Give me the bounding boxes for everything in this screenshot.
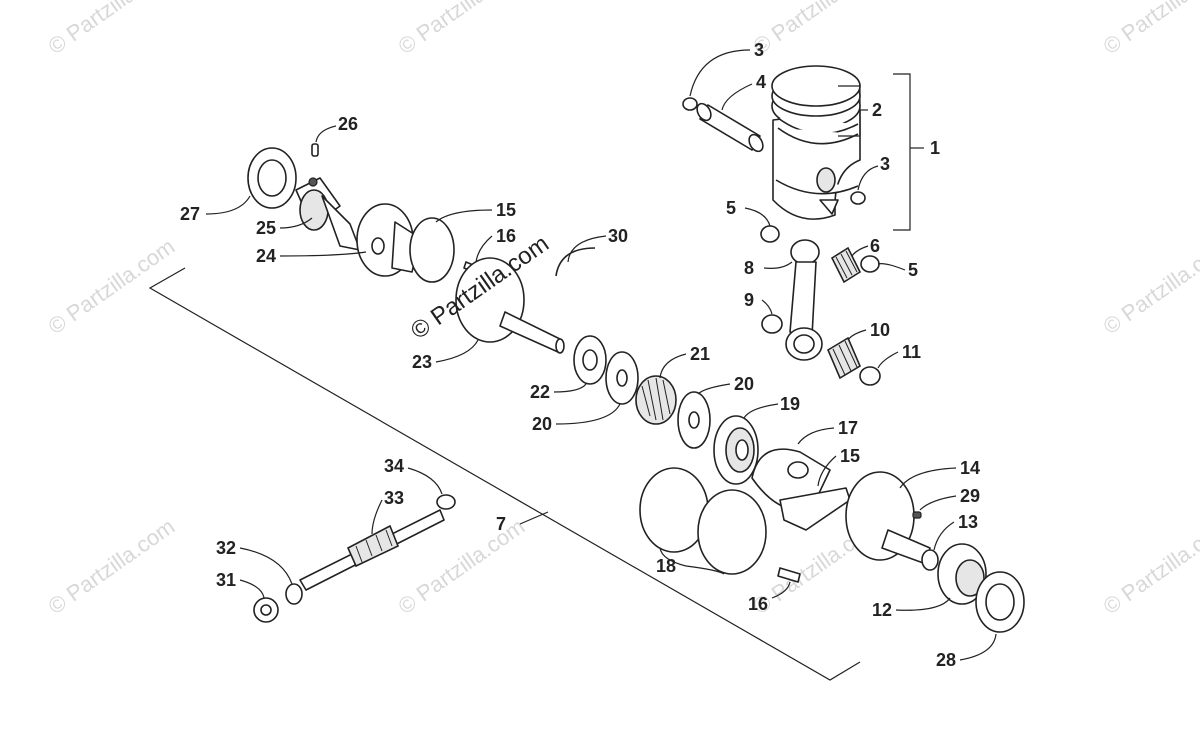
callout-2: 2 (872, 100, 882, 120)
watermark: © Partzilla.com (44, 234, 180, 340)
callout-6: 6 (870, 236, 880, 256)
callout-22: 22 (530, 382, 550, 402)
callout-5: 5 (726, 198, 736, 218)
woodruff-key (912, 511, 922, 519)
callout-13: 13 (958, 512, 978, 532)
circlip (921, 549, 939, 571)
shim-washer (605, 351, 639, 405)
watermark: © Partzilla.com (1099, 234, 1200, 340)
circlip (682, 97, 698, 111)
callout-25: 25 (256, 218, 276, 238)
watermark: © Partzilla.com (1099, 0, 1200, 59)
callout-30: 30 (608, 226, 628, 246)
callout-5: 5 (908, 260, 918, 280)
callout-27: 27 (180, 204, 200, 224)
callout-20: 20 (532, 414, 552, 434)
callout-32: 32 (216, 538, 236, 558)
dowel-pin (311, 143, 319, 157)
callout-17: 17 (838, 418, 858, 438)
callout-24: 24 (256, 246, 276, 266)
callout-9: 9 (744, 290, 754, 310)
callout-28: 28 (936, 650, 956, 670)
thrust-disc (779, 487, 851, 531)
callout-34: 34 (384, 456, 404, 476)
callout-20: 20 (734, 374, 754, 394)
thrust-washer (860, 255, 880, 273)
seal-ring (697, 489, 767, 575)
screw (777, 567, 801, 583)
oil-seal (975, 571, 1025, 633)
watermark: © Partzilla.com (44, 514, 180, 620)
pump-shaft (299, 509, 445, 591)
thrust-disc (409, 217, 455, 283)
callout-29: 29 (960, 486, 980, 506)
pump-nut (253, 597, 279, 623)
small-end-bearing (830, 246, 862, 284)
watermark: © Partzilla.com (1099, 514, 1200, 620)
watermark: © Partzilla.com (394, 0, 530, 59)
piston (771, 65, 861, 220)
big-end-bearing (826, 336, 862, 380)
callout-11: 11 (902, 342, 921, 362)
callout-33: 33 (384, 488, 404, 508)
callout-1: 1 (930, 138, 940, 158)
circlip-large (555, 247, 596, 277)
callout-31: 31 (216, 570, 236, 590)
circlip (850, 191, 866, 205)
callout-14: 14 (960, 458, 980, 478)
callout-26: 26 (338, 114, 358, 134)
center-bearing (713, 415, 759, 485)
crank-half-left (295, 177, 421, 277)
callout-8: 8 (744, 258, 754, 278)
shim-washer (677, 391, 711, 449)
callout-23: 23 (412, 352, 432, 372)
crank-half-center (455, 257, 565, 354)
washer (859, 366, 881, 386)
callout-4: 4 (756, 72, 766, 92)
pump-bearing (285, 583, 303, 605)
spacer-washer (573, 335, 607, 385)
connecting-rod (785, 239, 823, 361)
callout-15: 15 (840, 446, 860, 466)
watermark-layer: © Partzilla.com © Partzilla.com © Partzi… (44, 0, 1200, 619)
main-bearing-right (937, 543, 987, 605)
callout-10: 10 (870, 320, 890, 340)
callout-3: 3 (754, 40, 764, 60)
assembly-boundary-line (148, 267, 861, 681)
main-bearing-left (247, 147, 297, 209)
callout-12: 12 (872, 600, 892, 620)
washer (761, 314, 783, 334)
watermark: © Partzilla.com (44, 0, 180, 59)
callout-19: 19 (780, 394, 800, 414)
callout-7: 7 (496, 514, 506, 534)
callout-16: 16 (748, 594, 768, 614)
watermark: © Partzilla.com (749, 0, 885, 59)
callout-15: 15 (496, 200, 516, 220)
callout-21: 21 (690, 344, 710, 364)
drive-gear (635, 375, 677, 425)
thrust-washer (760, 225, 780, 243)
pump-washer (436, 494, 456, 510)
callouts: 1 2 3 3 4 5 5 6 7 8 9 10 11 (180, 40, 997, 670)
callout-18: 18 (656, 556, 676, 576)
piston-pin (696, 102, 764, 153)
callout-3: 3 (880, 154, 890, 174)
crank-pin-hole (308, 177, 318, 187)
callout-16: 16 (496, 226, 516, 246)
